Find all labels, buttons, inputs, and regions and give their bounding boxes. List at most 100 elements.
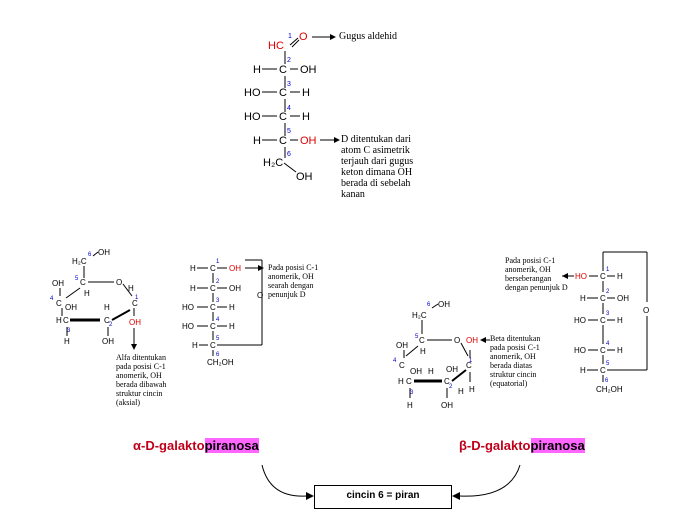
svg-text:5: 5: [75, 276, 79, 282]
svg-text:H₂C: H₂C: [72, 257, 87, 266]
svg-text:C: C: [600, 294, 606, 303]
svg-text:H: H: [56, 316, 62, 325]
alpha-title-prefix: α-D-galakto: [133, 438, 205, 453]
svg-text:H: H: [190, 264, 196, 273]
svg-text:OH: OH: [446, 365, 458, 374]
svg-text:C: C: [210, 341, 216, 350]
svg-text:OH: OH: [98, 248, 110, 257]
svg-text:H: H: [302, 111, 310, 123]
alpha-title: α-D-galaktopiranosa: [133, 438, 259, 453]
svg-text:H: H: [190, 284, 196, 293]
svg-text:H: H: [580, 366, 586, 375]
svg-text:OH: OH: [300, 135, 317, 147]
svg-text:C: C: [600, 366, 606, 375]
svg-text:O: O: [454, 336, 460, 345]
svg-text:CH₂OH: CH₂OH: [596, 385, 623, 394]
svg-text:C: C: [444, 377, 450, 386]
svg-text:O: O: [257, 291, 263, 300]
svg-text:2: 2: [216, 279, 220, 285]
svg-text:H: H: [253, 135, 261, 147]
svg-text:6: 6: [88, 252, 92, 258]
beta-title: β-D-galaktopiranosa: [459, 438, 585, 453]
beta-haworth-ring: H₂C 6 OH 5 C O OH C 1 H OH C 4 H OH H H …: [393, 300, 490, 410]
svg-text:HO: HO: [244, 87, 261, 99]
svg-text:C: C: [600, 272, 606, 281]
aldehyde-group-label: Gugus aldehid: [339, 31, 398, 42]
beta-c1-note: Pada posisi C-1 anomerik, OH berseberang…: [505, 256, 568, 292]
pyran-ring-result-box: cincin 6 = piran: [314, 485, 452, 509]
svg-text:H: H: [398, 377, 404, 386]
svg-text:C: C: [80, 278, 86, 287]
d-configuration-note: D ditentukan dari atom C asimetrik terja…: [341, 134, 414, 200]
svg-text:2: 2: [287, 57, 291, 64]
svg-text:C: C: [210, 284, 216, 293]
alpha-haworth-ring: H₂C 6 OH 5 C O H C 1 OH H OH C 4 OH H C …: [50, 248, 141, 350]
alpha-definition-note: Alfa ditentukan pada posisi C-1 anomerik…: [116, 353, 167, 407]
svg-text:2: 2: [449, 384, 453, 390]
svg-text:H₂C: H₂C: [263, 157, 283, 169]
beta-fischer-cyclic: HO C1 H H C2 OH HO C3 H HO C4 H H C5 6 C…: [562, 251, 649, 394]
svg-text:4: 4: [216, 317, 220, 323]
svg-text:H: H: [84, 289, 90, 298]
svg-text:6: 6: [605, 378, 609, 384]
svg-text:C: C: [600, 346, 606, 355]
svg-text:OH: OH: [296, 171, 313, 183]
svg-text:OH: OH: [102, 337, 114, 346]
svg-text:OH: OH: [129, 318, 141, 327]
svg-text:OH: OH: [410, 367, 422, 376]
svg-text:OH: OH: [229, 284, 241, 293]
svg-text:2: 2: [606, 289, 610, 295]
beta-title-highlight: piranosa: [530, 438, 585, 453]
svg-text:OH: OH: [617, 294, 629, 303]
svg-text:H: H: [229, 322, 235, 331]
svg-text:3: 3: [410, 390, 414, 396]
alpha-title-highlight: piranosa: [204, 438, 259, 453]
svg-text:H: H: [407, 401, 413, 410]
svg-text:H: H: [428, 367, 434, 376]
svg-text:H: H: [458, 387, 464, 396]
svg-text:OH: OH: [300, 64, 317, 76]
svg-text:OH: OH: [229, 264, 241, 273]
svg-text:HC: HC: [268, 40, 284, 52]
svg-text:HO: HO: [182, 322, 194, 331]
svg-text:C: C: [104, 316, 110, 325]
svg-text:H₂C: H₂C: [412, 311, 427, 320]
svg-text:H: H: [302, 87, 310, 99]
svg-text:H: H: [229, 303, 235, 312]
svg-text:6: 6: [427, 302, 431, 308]
svg-text:H: H: [580, 294, 586, 303]
svg-text:HO: HO: [574, 346, 586, 355]
svg-text:5: 5: [287, 128, 291, 135]
svg-text:HO: HO: [574, 316, 586, 325]
svg-text:H: H: [128, 284, 134, 293]
svg-text:OH: OH: [441, 401, 453, 410]
svg-text:5: 5: [216, 336, 220, 342]
alpha-fischer-cyclic: H C1 OH H C2 OH HO C3 H HO C4 H H C5 6 C…: [182, 259, 264, 367]
svg-text:5: 5: [606, 361, 610, 367]
svg-text:C: C: [419, 336, 425, 345]
svg-text:H: H: [64, 337, 70, 346]
svg-text:3: 3: [67, 328, 71, 334]
svg-text:OH: OH: [466, 336, 478, 345]
svg-text:C: C: [600, 316, 606, 325]
svg-text:OH: OH: [52, 279, 64, 288]
svg-text:3: 3: [216, 298, 220, 304]
svg-text:C: C: [406, 377, 412, 386]
svg-text:H: H: [192, 341, 198, 350]
beta-definition-note: Beta ditentukan pada posisi C-1 anomerik…: [490, 334, 541, 388]
svg-text:H: H: [469, 385, 475, 394]
svg-text:C: C: [210, 322, 216, 331]
svg-text:H: H: [104, 303, 110, 312]
svg-text:3: 3: [287, 81, 291, 88]
svg-text:C: C: [279, 135, 287, 147]
svg-text:C: C: [56, 299, 62, 308]
svg-text:C: C: [466, 361, 472, 370]
svg-text:4: 4: [50, 296, 54, 302]
svg-text:H: H: [617, 346, 623, 355]
svg-text:HO: HO: [244, 111, 261, 123]
svg-text:OH: OH: [65, 303, 77, 312]
svg-text:H: H: [253, 64, 261, 76]
svg-text:1: 1: [135, 295, 139, 301]
svg-text:C: C: [279, 64, 287, 76]
